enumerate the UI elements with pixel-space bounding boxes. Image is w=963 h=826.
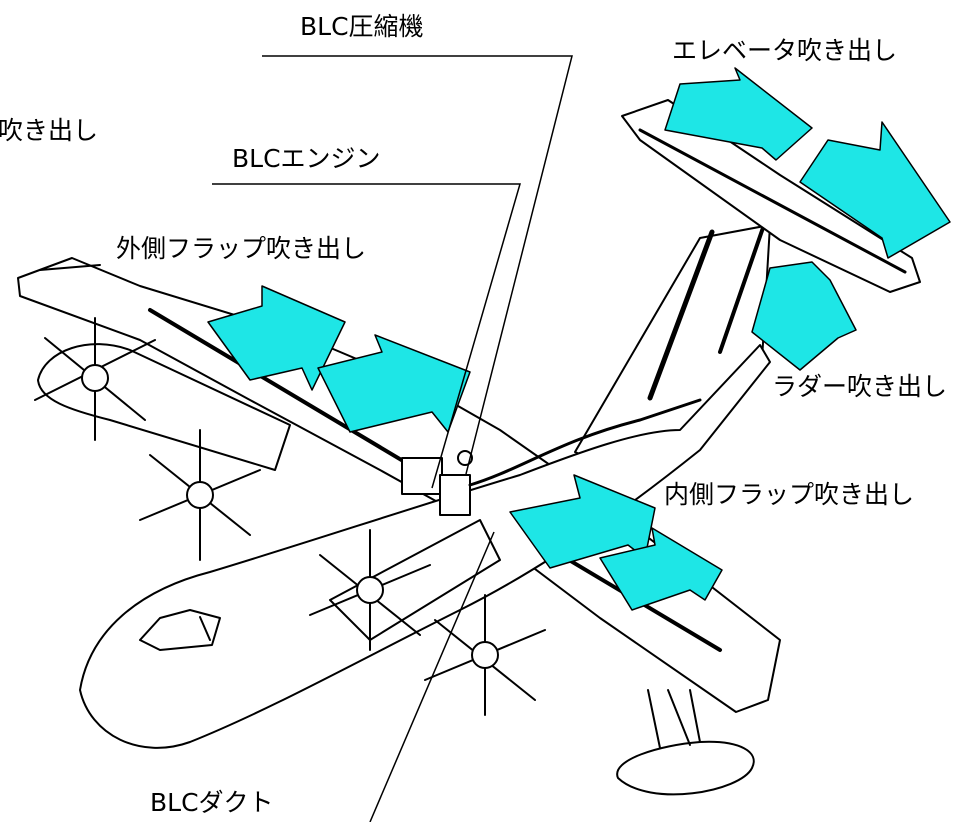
label-blc-compressor: BLC圧縮機 [300, 12, 424, 41]
inner-nacelle [329, 519, 501, 641]
outer-flap-arrow-2 [317, 334, 471, 433]
label-inner-flap-blow: 内側フラップ吹き出し [664, 480, 915, 509]
compressor-leader [262, 55, 573, 475]
propeller-4 [424, 594, 546, 716]
label-rudder-blow: ラダー吹き出し [772, 372, 948, 401]
airflow-arrows [207, 67, 951, 611]
propeller-1 [34, 317, 156, 441]
inner-flap-arrow-2 [599, 527, 723, 611]
label-outer-flap-blow: 外側フラップ吹き出し [116, 234, 367, 263]
blc-engine-unit [401, 398, 702, 516]
duct-leader [369, 531, 495, 823]
leader-lines [212, 55, 573, 823]
label-blc-engine: BLCエンジン [232, 144, 381, 173]
cockpit [139, 609, 221, 651]
outer-flap-arrow-1 [207, 285, 346, 391]
rudder-arrow [751, 261, 857, 371]
elevator-arrow-2 [799, 121, 951, 259]
engine-leader [212, 183, 521, 489]
fuselage [79, 344, 771, 749]
propeller-2 [139, 429, 261, 561]
label-aileron-blow-partial: 吹き出し [0, 116, 99, 145]
label-elevator-blow: エレベータ吹き出し [672, 36, 898, 65]
label-blc-duct: BLCダクト [150, 788, 274, 817]
inner-flap-arrow-1 [509, 474, 656, 569]
wing-float [616, 740, 755, 796]
propeller-3 [309, 529, 431, 651]
elevator-arrow-1 [664, 67, 813, 161]
